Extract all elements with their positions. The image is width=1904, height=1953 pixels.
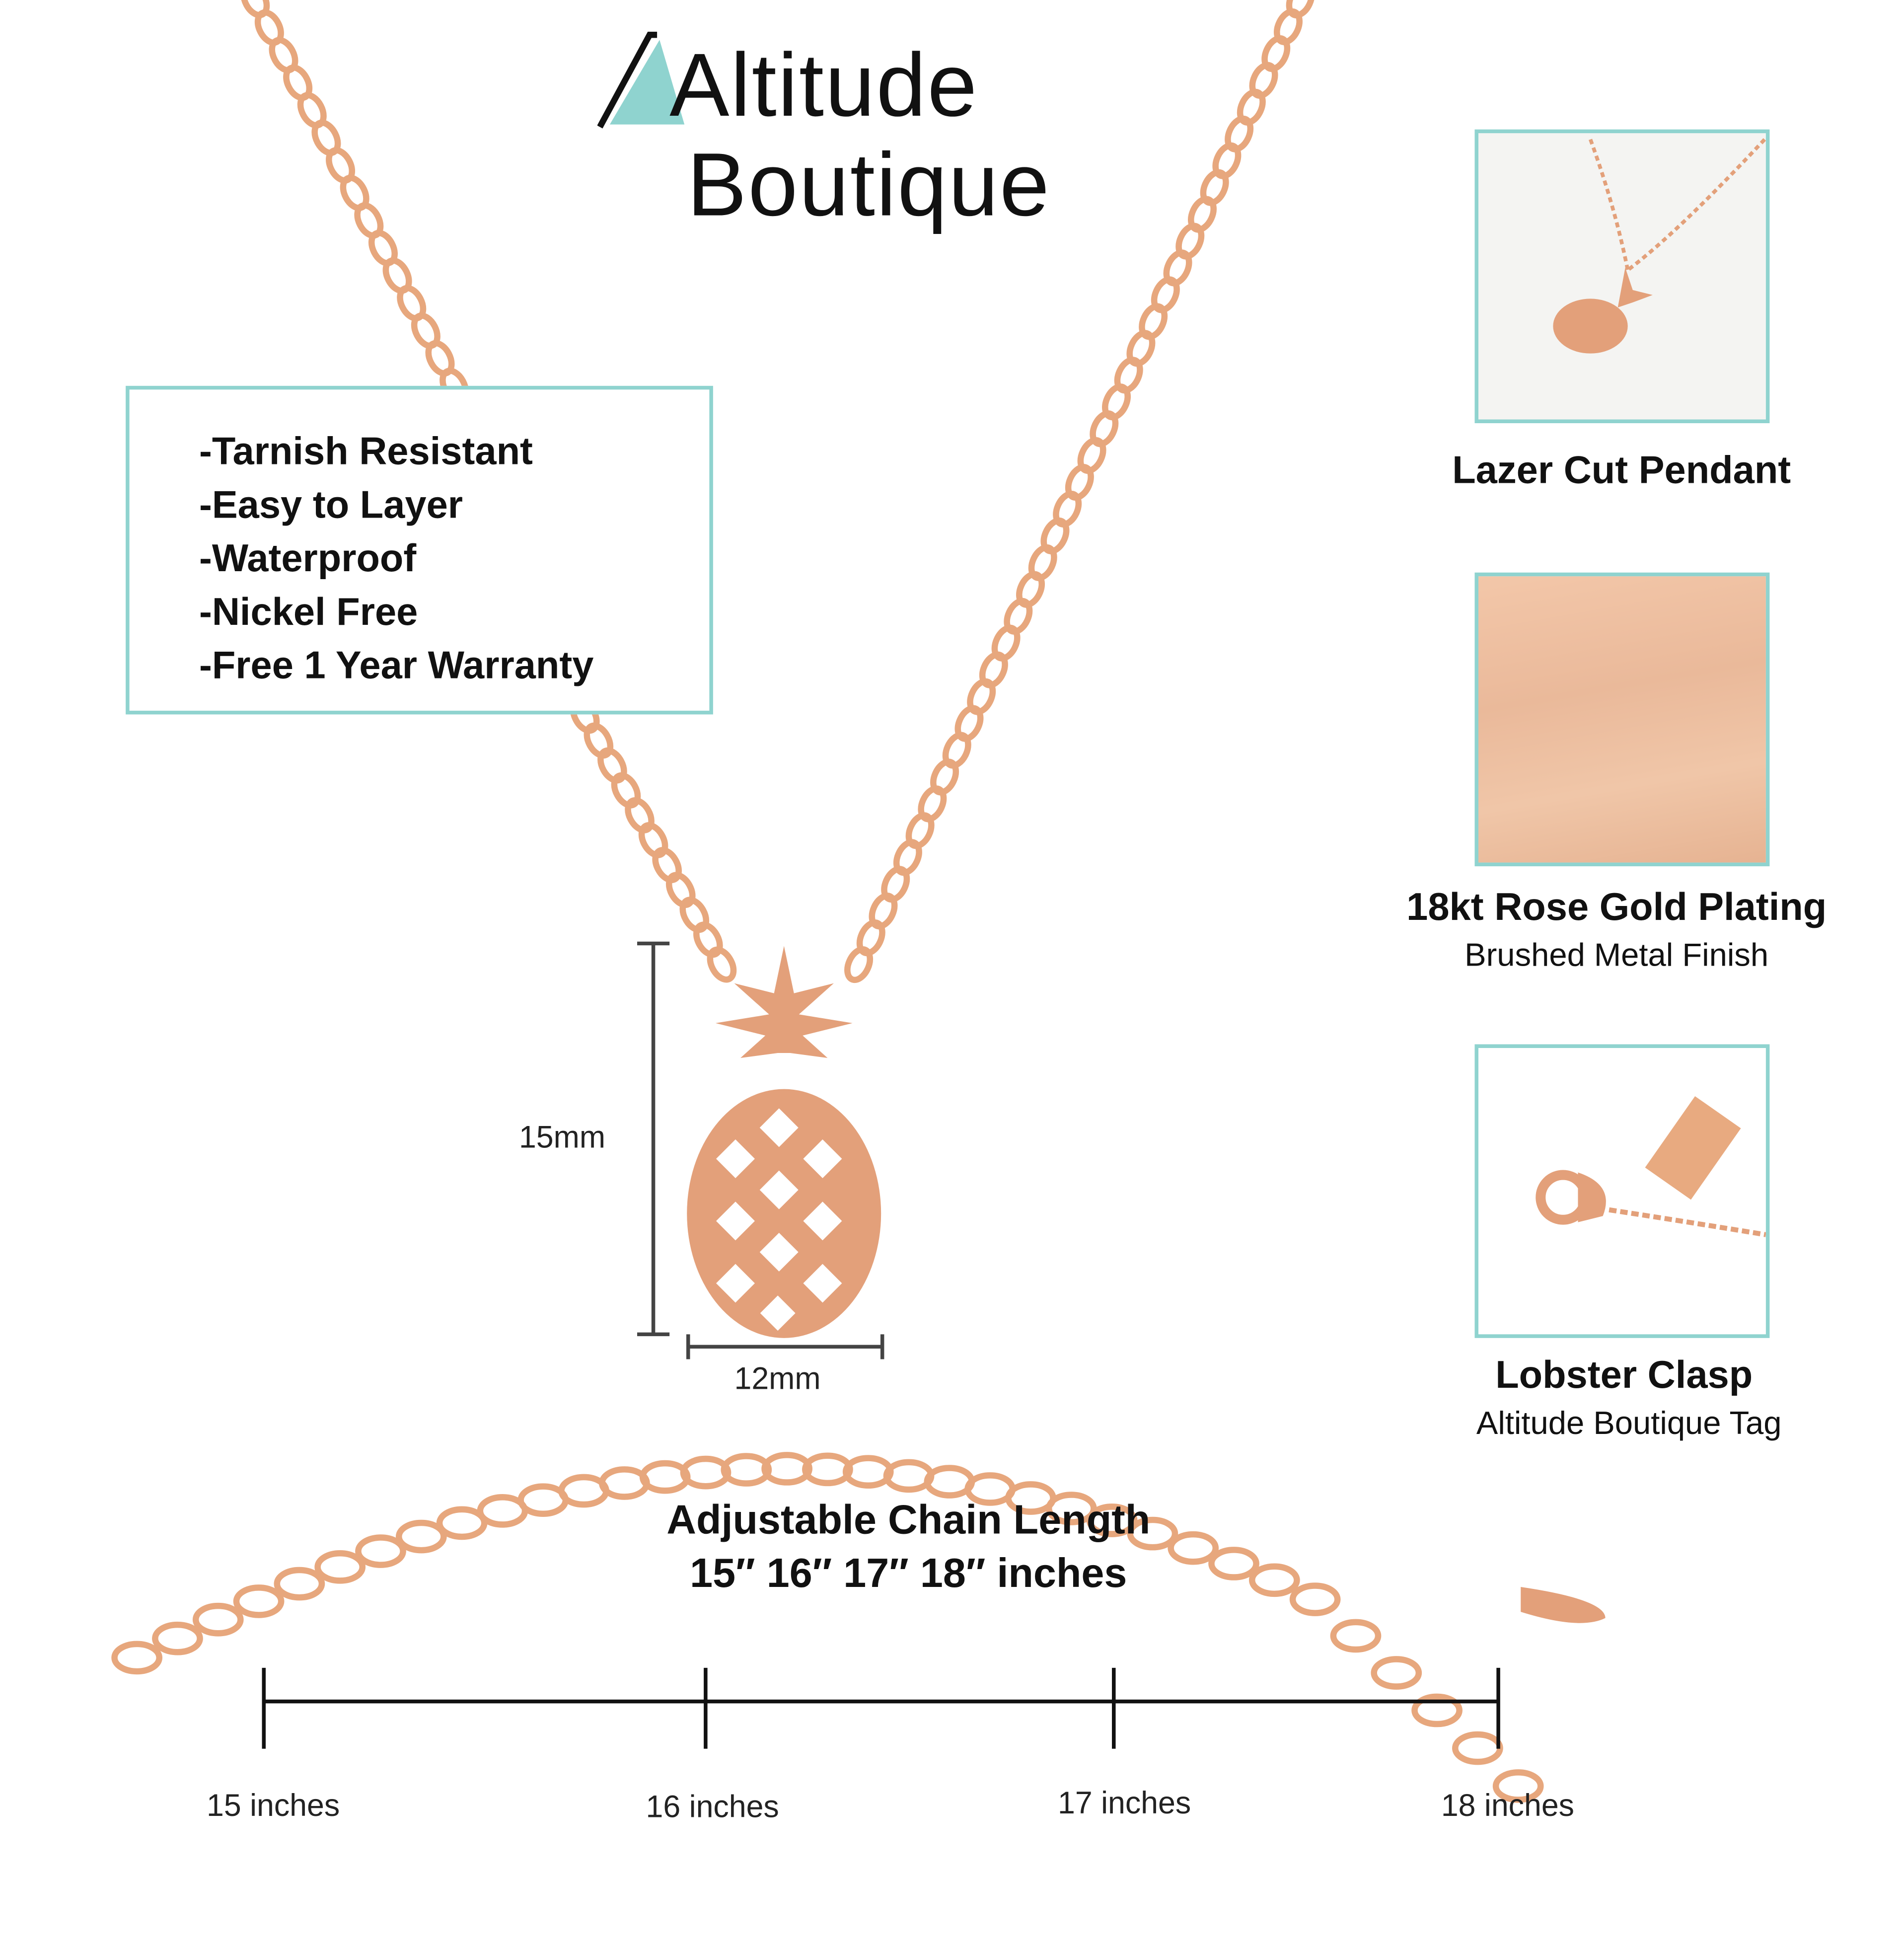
- pendant-photo: [1474, 129, 1770, 424]
- chain-link: [802, 1452, 853, 1487]
- chain-link: [597, 747, 627, 784]
- feature-item: -Waterproof: [199, 536, 417, 580]
- chain-link: [1411, 1693, 1463, 1728]
- chain-link: [152, 1621, 203, 1655]
- ruler-label-17: 17 inches: [1058, 1786, 1191, 1821]
- chain-link: [274, 1567, 325, 1601]
- chain-link: [625, 797, 655, 833]
- pendant-width-label: 12mm: [734, 1361, 821, 1397]
- chain-link: [1452, 1731, 1503, 1765]
- chain-link: [1086, 1503, 1138, 1537]
- chain-link: [395, 1519, 447, 1554]
- chain-link: [1168, 1531, 1219, 1565]
- chain-link: [611, 772, 641, 809]
- features-box: -Tarnish Resistant -Easy to Layer -Waterpr…: [126, 385, 713, 715]
- chain-link: [1127, 1516, 1178, 1551]
- feature-item: -Easy to Layer: [199, 483, 463, 526]
- chain-sizes: 15″ 16″ 17″ 18″ inches: [690, 1549, 1127, 1596]
- chain-link: [665, 872, 696, 908]
- chain-link: [233, 1584, 285, 1618]
- pineapple-pendant: [687, 946, 881, 1338]
- width-dimension-line: [686, 1334, 884, 1359]
- ruler-label-15: 15 inches: [206, 1788, 340, 1824]
- chain-link: [883, 1459, 935, 1493]
- chain-link: [314, 1550, 366, 1584]
- chain-link: [436, 1506, 488, 1540]
- chain-title: Adjustable Chain Length: [666, 1496, 1151, 1542]
- panel-title-clasp: Lobster Clasp: [1495, 1352, 1753, 1397]
- length-ruler: [262, 1667, 1500, 1749]
- chain-link: [680, 1455, 732, 1490]
- feature-item: -Tarnish Resistant: [199, 429, 533, 473]
- chain-link: [584, 722, 614, 759]
- chain-link: [639, 1460, 691, 1494]
- chain-link: [1492, 1769, 1544, 1803]
- chain-link: [652, 847, 682, 884]
- panel-subtitle-clasp: Altitude Boutique Tag: [1476, 1404, 1782, 1441]
- chain-link: [638, 822, 668, 858]
- chain-link: [192, 1602, 244, 1637]
- chain-end-drop: [1521, 1587, 1606, 1623]
- chain-link: [1289, 1582, 1341, 1616]
- chain-link: [721, 1453, 772, 1487]
- pendant-height-label: 15mm: [518, 1120, 606, 1155]
- ruler-label-16: 16 inches: [646, 1790, 779, 1825]
- chain-link: [693, 921, 723, 958]
- mountain-logo-icon: [597, 31, 685, 129]
- chain-link: [1330, 1619, 1382, 1653]
- chain-link: [355, 1534, 406, 1568]
- panel-subtitle-plating: Brushed Metal Finish: [1465, 936, 1769, 974]
- feature-item: -Nickel Free: [199, 590, 418, 634]
- height-dimension-line: [637, 941, 670, 1337]
- chain-link: [1371, 1656, 1422, 1690]
- chain-link: [111, 1641, 163, 1675]
- chain-link: [1248, 1563, 1300, 1597]
- ruler-label-18: 18 inches: [1441, 1788, 1575, 1824]
- panel-title-pendant: Lazer Cut Pendant: [1452, 448, 1791, 492]
- brand-line-2: Boutique: [687, 136, 1051, 235]
- chain-link: [679, 897, 710, 933]
- brand-line-1: Altitude: [669, 36, 979, 136]
- chain-link: [1208, 1547, 1259, 1580]
- rose-gold-swatch: [1474, 572, 1770, 867]
- chain-link: [761, 1452, 812, 1486]
- chain-link: [707, 946, 737, 983]
- chain-link: [1045, 1492, 1097, 1525]
- panel-title-plating: 18kt Rose Gold Plating: [1406, 885, 1827, 929]
- feature-item: -Free 1 Year Warranty: [199, 643, 594, 687]
- chain-link: [844, 946, 874, 983]
- clasp-photo: [1474, 1044, 1770, 1338]
